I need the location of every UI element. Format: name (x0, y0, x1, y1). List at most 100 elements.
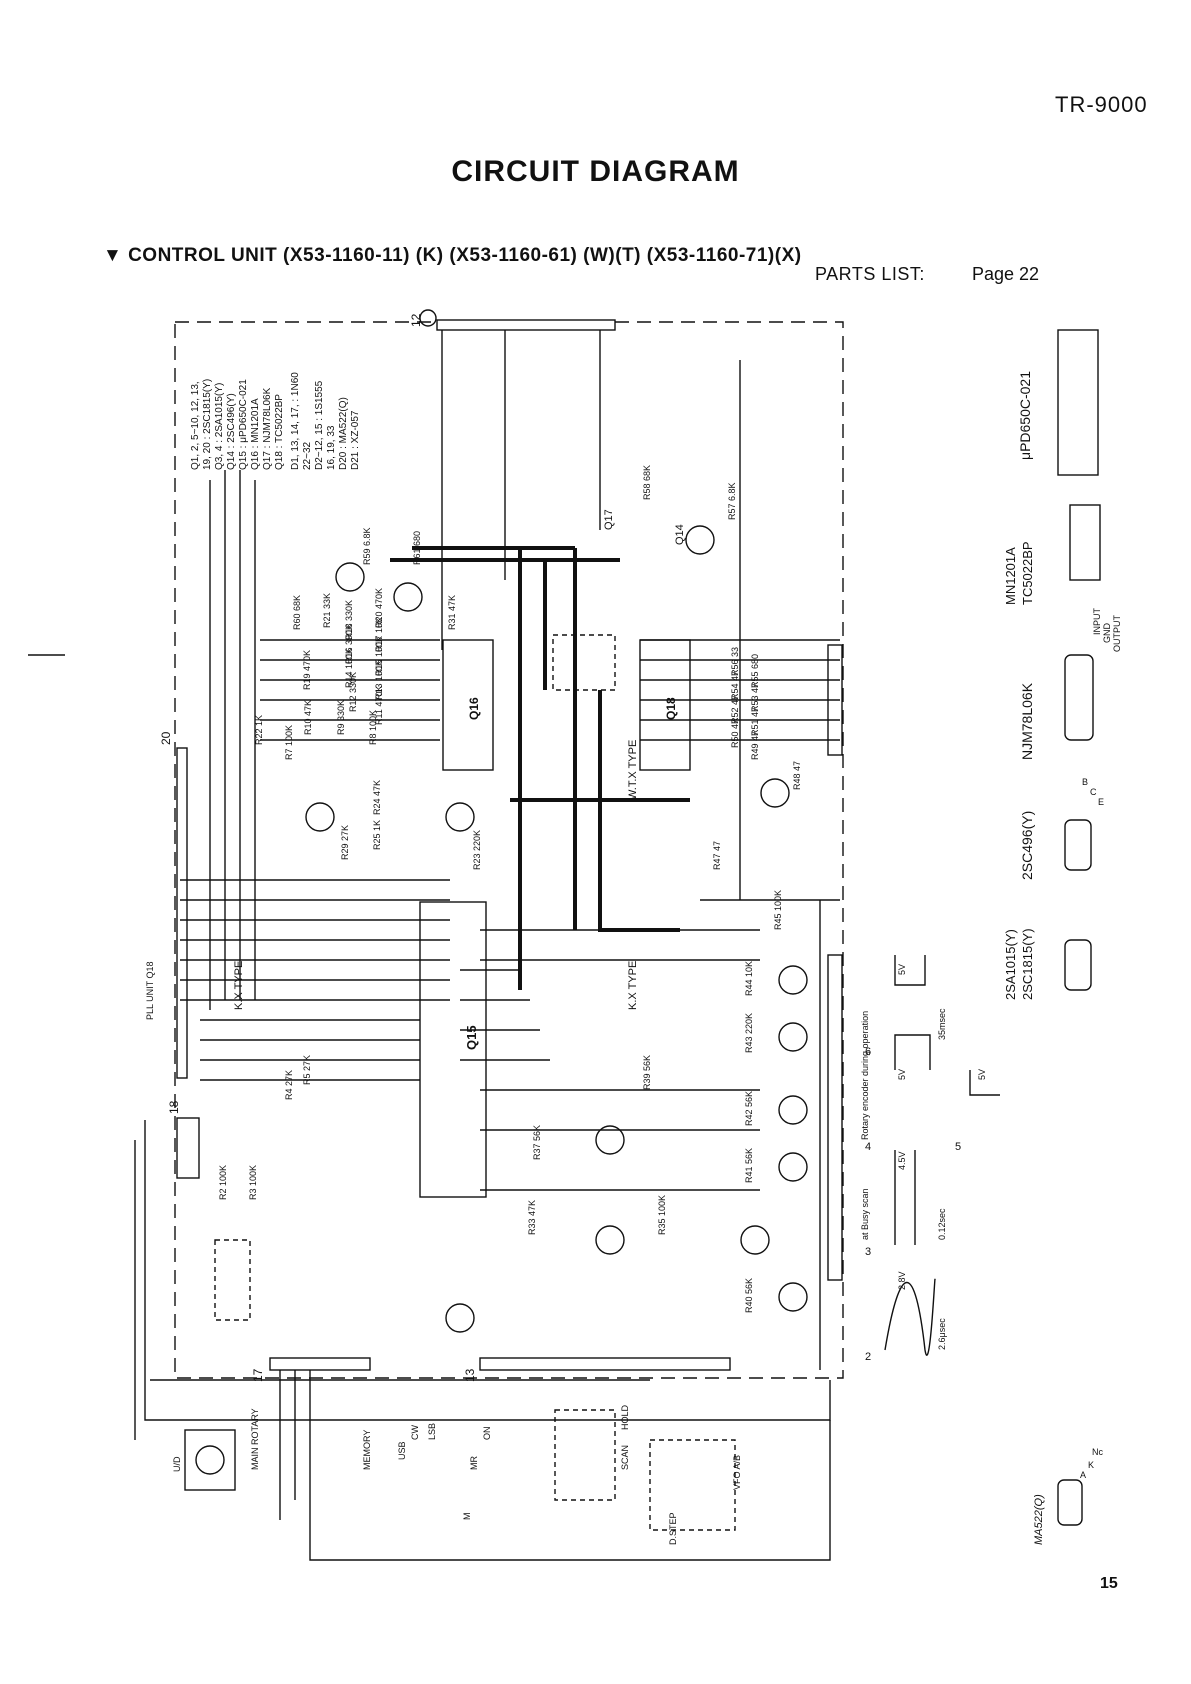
ic-q15-label: Q15 (464, 1025, 479, 1050)
resistor-label: R19 470K (302, 650, 312, 690)
resistor-label: R31 47K (447, 595, 457, 630)
resistor-label: R55 680 (750, 654, 760, 688)
resistor-label: R37 56K (532, 1125, 542, 1160)
waveform-4-caption: Rotary encoder during operation (860, 1011, 870, 1140)
waveform-3-id: 3 (865, 1246, 871, 1258)
pkg-ma522-pin-a: A (1080, 1470, 1086, 1480)
resistor-label: R10 47K (303, 700, 313, 735)
waveform-5-id: 5 (955, 1141, 961, 1153)
switch-label-m: M (462, 1513, 472, 1521)
connector-12-label: 12 (409, 313, 423, 327)
switch-label-dstep: D.STEP (668, 1512, 678, 1545)
transistor-table-line: D1, 13, 14, 17, : 1N60 (290, 372, 301, 470)
resistor-label: R24 47K (372, 780, 382, 815)
resistor-label: R25 1K (372, 820, 382, 850)
waveform-3-time: 0.12sec (937, 1208, 947, 1240)
resistor-label: R52 47 (730, 695, 740, 724)
resistor-label: R35 100K (657, 1195, 667, 1235)
switch-label-mr: MR (469, 1456, 479, 1470)
transistor-table-line: Q3, 4 : 2SA1015(Y) (214, 383, 225, 470)
switch-label-lsb: LSB (427, 1423, 437, 1440)
pkg-njm78l06k-outline (1064, 654, 1094, 741)
pkg-upd650c-outline (1057, 329, 1099, 476)
transistor-table-line: D20 : MA522(Q) (338, 397, 349, 470)
r36-network (552, 634, 616, 691)
waveform-3-voltage: 4.5V (897, 1151, 907, 1170)
transistor-table-line: Q16 : MN1201A (250, 398, 261, 470)
rotary-encoder-knob (195, 1445, 225, 1475)
resistor-label: R42 56K (744, 1091, 754, 1126)
waveform-4-id: 4 (865, 1141, 871, 1153)
waveform-2-voltage: 2.8V (897, 1271, 907, 1290)
ic-q16-label: Q16 (467, 697, 481, 720)
resistor-label: R4 27K (284, 1070, 294, 1100)
resistor-label: R16 390K (344, 624, 354, 664)
switch-label-cw: CW (410, 1425, 420, 1440)
pkg-2sa1015-label: 2SA1015(Y) (1003, 929, 1018, 1000)
switch-label-usb: USB (397, 1441, 407, 1460)
resistor-label: R49 47 (750, 731, 760, 760)
resistor-label: R50 47 (730, 719, 740, 748)
switch-label-on: ON (482, 1427, 492, 1441)
vfo-switch-box (649, 1439, 736, 1531)
resistor-label: R43 220K (744, 1013, 754, 1053)
connector-13-bar (479, 1357, 731, 1371)
connector-right-bottom (827, 954, 843, 1281)
pkg-mn1201a-outline (1069, 504, 1101, 581)
resistor-label: R60 68K (292, 595, 302, 630)
pkg-2sa1015-outline (1064, 939, 1092, 991)
waveform-2-time: 2.6μsec (937, 1318, 947, 1350)
pkg-2sc496-outline (1064, 819, 1092, 871)
resistor-label: R8 100K (368, 710, 378, 745)
model-number: TR-9000 (1055, 92, 1148, 117)
board-outline (174, 321, 844, 1379)
connector-20-bar (176, 747, 188, 1079)
switch-label-vfo: VFO A/B (732, 1455, 742, 1490)
resistor-label: R13 100K (374, 660, 384, 700)
connector-17-bar (269, 1357, 371, 1371)
resistor-label: R20 470K (374, 588, 384, 628)
resistor-label: R5 27K (302, 1055, 312, 1085)
connector-18-block (176, 1117, 200, 1179)
pkg-ma522-pin-nc: Nc (1092, 1447, 1103, 1457)
resistor-label: R59 6.8K (362, 527, 372, 565)
pkg-ma522-outline (1057, 1479, 1083, 1526)
resistor-label: R58 68K (642, 465, 652, 500)
pkg-tc5022bp-label: TC5022BP (1020, 541, 1035, 605)
switch-label-ud: U/D (172, 1456, 182, 1472)
resistor-label: R17 10K (374, 617, 384, 652)
resistor-label: R57 6.8K (727, 482, 737, 520)
resistor-label: R22 1K (254, 715, 264, 745)
transistor-table-line: Q18 : TC5022BP (274, 394, 285, 470)
pll-unit-label: PLL UNIT Q18 (145, 961, 155, 1020)
ic-q18-body (639, 639, 691, 771)
resistor-label: R3 100K (248, 1165, 258, 1200)
pkg-njm-pin-output: OUTPUT (1112, 615, 1122, 653)
transistor-table-line: D21 : XZ-057 (350, 410, 361, 470)
switch-label-scan: SCAN (620, 1445, 630, 1470)
type-note-kx-right: K.X TYPE (627, 961, 639, 1010)
resistor-label: R14 100K (344, 648, 354, 688)
connector-12-bar (436, 319, 616, 331)
r1-network (214, 1239, 251, 1321)
transistor-table-line: 16, 19, 33 (326, 425, 337, 470)
pkg-2sc496-label: 2SC496(Y) (1019, 811, 1035, 880)
switch-label-hold: HOLD (620, 1404, 630, 1430)
resistor-label: R11 470K (374, 686, 384, 725)
resistor-label: R15 100K (374, 636, 384, 676)
waveform-3-caption: at Busy scan (860, 1188, 870, 1240)
pkg-2sc1815-line2: 2SC1815(Y) (1020, 928, 1035, 1000)
resistor-label: R7 100K (284, 725, 294, 760)
transistor-table-line: Q14 : 2SC496(Y) (226, 393, 237, 470)
connector-17-label: 17 (251, 1368, 265, 1382)
pkg-njm78l06k-label: NJM78L06K (1019, 682, 1035, 760)
page-title: CIRCUIT DIAGRAM (451, 155, 740, 188)
connector-20-label: 20 (159, 731, 173, 745)
waveform-6-id: 6 (865, 1046, 871, 1058)
resistor-label: R56 33 (730, 647, 740, 676)
pkg-upd650c-label: μPD650C-021 (1017, 371, 1033, 460)
connector-13-label: 13 (463, 1368, 477, 1382)
transistor-table: Q1, 2, 5~10, 12, 13, 19, 20 : 2SC1815(Y)… (190, 372, 361, 470)
parts-list-label: PARTS LIST: (815, 264, 925, 284)
control-unit-subtitle: ▼ CONTROL UNIT (X53-1160-11) (K) (X53-11… (103, 245, 802, 266)
